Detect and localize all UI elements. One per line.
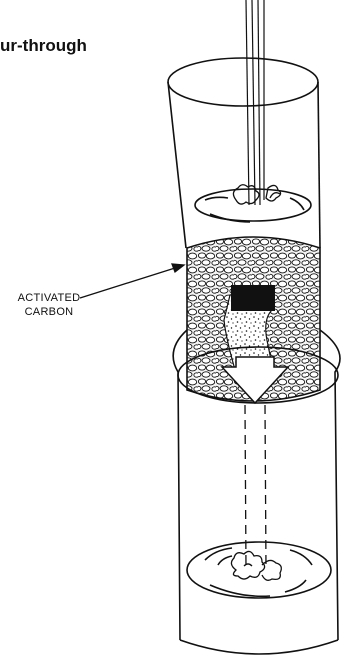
- splash-bottom: [231, 551, 281, 580]
- upper-reservoir: [168, 58, 320, 248]
- splash-top: [233, 185, 280, 204]
- drip-stream: [245, 405, 266, 570]
- pour-stream: [246, 0, 264, 205]
- label-leader-arrow: [80, 264, 184, 298]
- flow-entry-dark-block: [231, 285, 275, 311]
